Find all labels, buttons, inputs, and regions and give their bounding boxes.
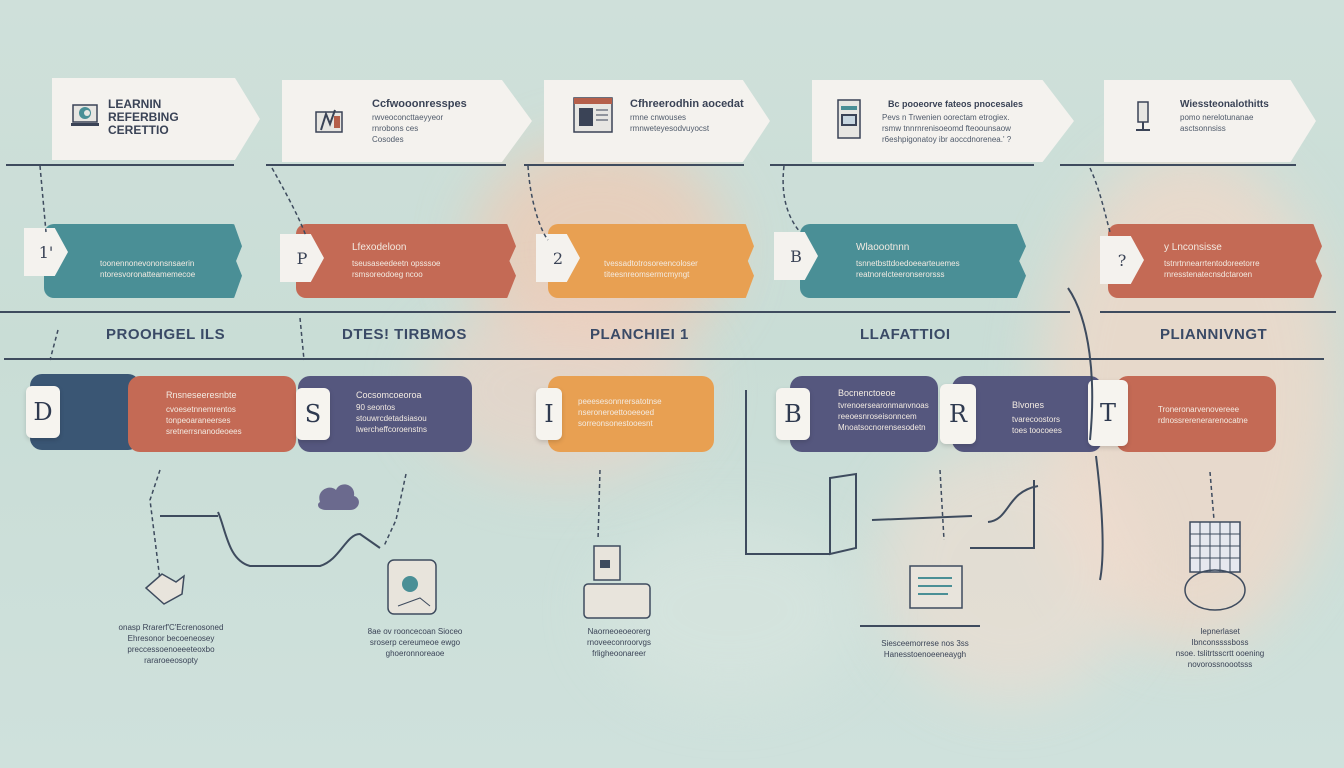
banner-description: tsnnetbsttdoedoeearteuemes reatnorelctee…: [856, 259, 960, 279]
phase-pill-4: Bocnenctoeoe tvrenoersearonmanvnoas reeo…: [790, 376, 938, 452]
phase-pill-5: Blvones tvarecoostors toes toocoees: [952, 376, 1102, 452]
pill-title: Rnsneseeresnbte: [166, 390, 237, 400]
phase-letter-4: B: [776, 388, 810, 440]
step-card-2: Ccfwooonresspes rwveoconcttaeyyeor rnrob…: [282, 80, 532, 162]
phase-letter-2: S: [296, 388, 330, 440]
card-description: pomo nerelotunanae asctsonnsiss: [1180, 113, 1254, 133]
phase-pill-3: peeesesonnrersatotnse nseroneroettooeeoe…: [548, 376, 714, 452]
printer-icon: [583, 545, 651, 619]
divider-line: [4, 358, 1324, 360]
banner-description: tstnrtnnearrtentodoreetorre rnresstenate…: [1164, 259, 1260, 279]
divider-line: [1100, 311, 1336, 313]
card-description: rmne cnwouses rmnweteyesodvuyocst: [630, 113, 710, 133]
stage-label-3: PLANCHIEI 1: [590, 326, 689, 343]
stage-label-1: PROOHGEL ILS: [106, 326, 226, 343]
window-icon: [572, 96, 614, 141]
step-card-5: Wiessteonalothitts pomo nerelotunanae as…: [1104, 80, 1316, 162]
globe-grid-icon: [1184, 521, 1246, 611]
step-card-4: Bc pooeorve fateos pnocesales Pevs n Trw…: [812, 80, 1074, 162]
card-description: Pevs n Trwenien oorectam etrogiex. rsmw …: [882, 113, 1012, 144]
pill-description: peeesesonnrersatotnse nseroneroettooeeoe…: [578, 397, 662, 428]
cloud-icon: [318, 484, 359, 510]
footer-caption-2: 8ae ov rooncecoan Sioceo sroserp cereume…: [367, 627, 463, 658]
divider-line: [266, 164, 506, 166]
step-banner-1: toonennonevononsnsaerin ntoresvoronattea…: [44, 224, 242, 298]
handshake-icon: [144, 573, 185, 605]
footer-caption-3: Naorneoeoeorerg rnoveeconroorvgs frlighe…: [586, 627, 652, 658]
banner-title: Lfexodeloon: [352, 242, 407, 253]
phase-pill-6: Troneronarvenovereee rdnossrerenerarenoc…: [1116, 376, 1276, 452]
banner-description: tseusaseedeetn opsssoe rsmsoreodoeg ncoo: [352, 259, 441, 279]
stage-label-5: PLIANNIVNGT: [1160, 326, 1268, 343]
pin-icon: [1132, 98, 1154, 143]
step-banner-2: Lfexodeloon tseusaseedeetn opsssoe rsmso…: [296, 224, 516, 298]
card-title: Cfhreerodhin aocedat: [630, 98, 744, 110]
step-banner-5: y Lnconsisse tstnrtnnearrtentodoreetorre…: [1108, 224, 1322, 298]
step-card-3: Cfhreerodhin aocedat rmne cnwouses rmnwe…: [544, 80, 770, 162]
footer-caption-4: Siesceemorrese nos 3ss Hanesstoenoeeneay…: [881, 639, 969, 659]
card-title: Bc pooeorve fateos pnocesales: [888, 99, 1024, 109]
phase-pill-1b: Rnsneseeresnbte cvoesetnnemrentos tonpeo…: [128, 376, 296, 452]
phase-letter-5: R: [940, 384, 976, 444]
person-icon: [387, 559, 437, 615]
phase-letter-3: I: [536, 388, 562, 440]
footer-caption-5: Iepnerlaset Ibnconssssboss nsoe. tslitrt…: [1175, 627, 1265, 669]
divider-line: [0, 311, 1070, 313]
banner-title: y Lnconsisse: [1164, 242, 1222, 253]
card-title: Wiessteonalothitts: [1180, 99, 1269, 110]
card-description: rwveoconcttaeyyeor rnrobons ces Cosodes: [372, 113, 444, 144]
phase-letter-6: T: [1088, 380, 1128, 446]
pill-description: Troneronarvenovereee rdnossrerenerarenoc…: [1158, 405, 1248, 425]
pill-title: Bocnenctoeoe: [838, 388, 896, 398]
footer-caption-1: onasp Rrarerf'C'Ecrenosoned Ehresonor be…: [118, 623, 224, 665]
card-title: Ccfwooonresspes: [372, 98, 467, 110]
divider-line: [1060, 164, 1296, 166]
pill-description: cvoesetnnemrentos tonpeoaraneerses sretn…: [166, 405, 242, 436]
banner-description: toonennonevononsnsaerin ntoresvoronattea…: [100, 259, 196, 279]
banner-description: tvessadtotrosoreencoloser titeesnreomser…: [604, 259, 698, 279]
laptop-icon: [70, 100, 100, 135]
pill-description: tvarecoostors toes toocoees: [1012, 415, 1062, 435]
step-banner-3: tvessadtotrosoreencoloser titeesnreomser…: [548, 224, 754, 298]
card-title: LEARNIN REFERBING CERETTIO: [108, 97, 179, 137]
pill-description: 90 seontos stouwrcdetadsiasou lwercheffc…: [356, 403, 427, 434]
stage-label-2: DTES! TIRBMOS: [342, 326, 467, 343]
document-icon: [909, 565, 963, 609]
divider-line: [770, 164, 1034, 166]
stage-label-4: LLAFATTIOI: [860, 326, 951, 343]
pill-title: Blvones: [1012, 400, 1045, 410]
pill-description: tvrenoersearonmanvnoas reeoesnroseisonnc…: [838, 401, 929, 432]
browser-icon: [836, 98, 862, 147]
phase-letter-1: D: [26, 386, 60, 438]
pill-title: Cocsomcoeoroa: [356, 390, 422, 400]
step-card-1: LEARNIN REFERBING CERETTIO: [52, 78, 260, 160]
banner-title: Wlaoootnnn: [856, 242, 910, 253]
divider-line: [6, 164, 234, 166]
step-banner-4: Wlaoootnnn tsnnetbsttdoedoeearteuemes re…: [800, 224, 1026, 298]
divider-line: [524, 164, 744, 166]
tools-icon: [312, 102, 346, 141]
